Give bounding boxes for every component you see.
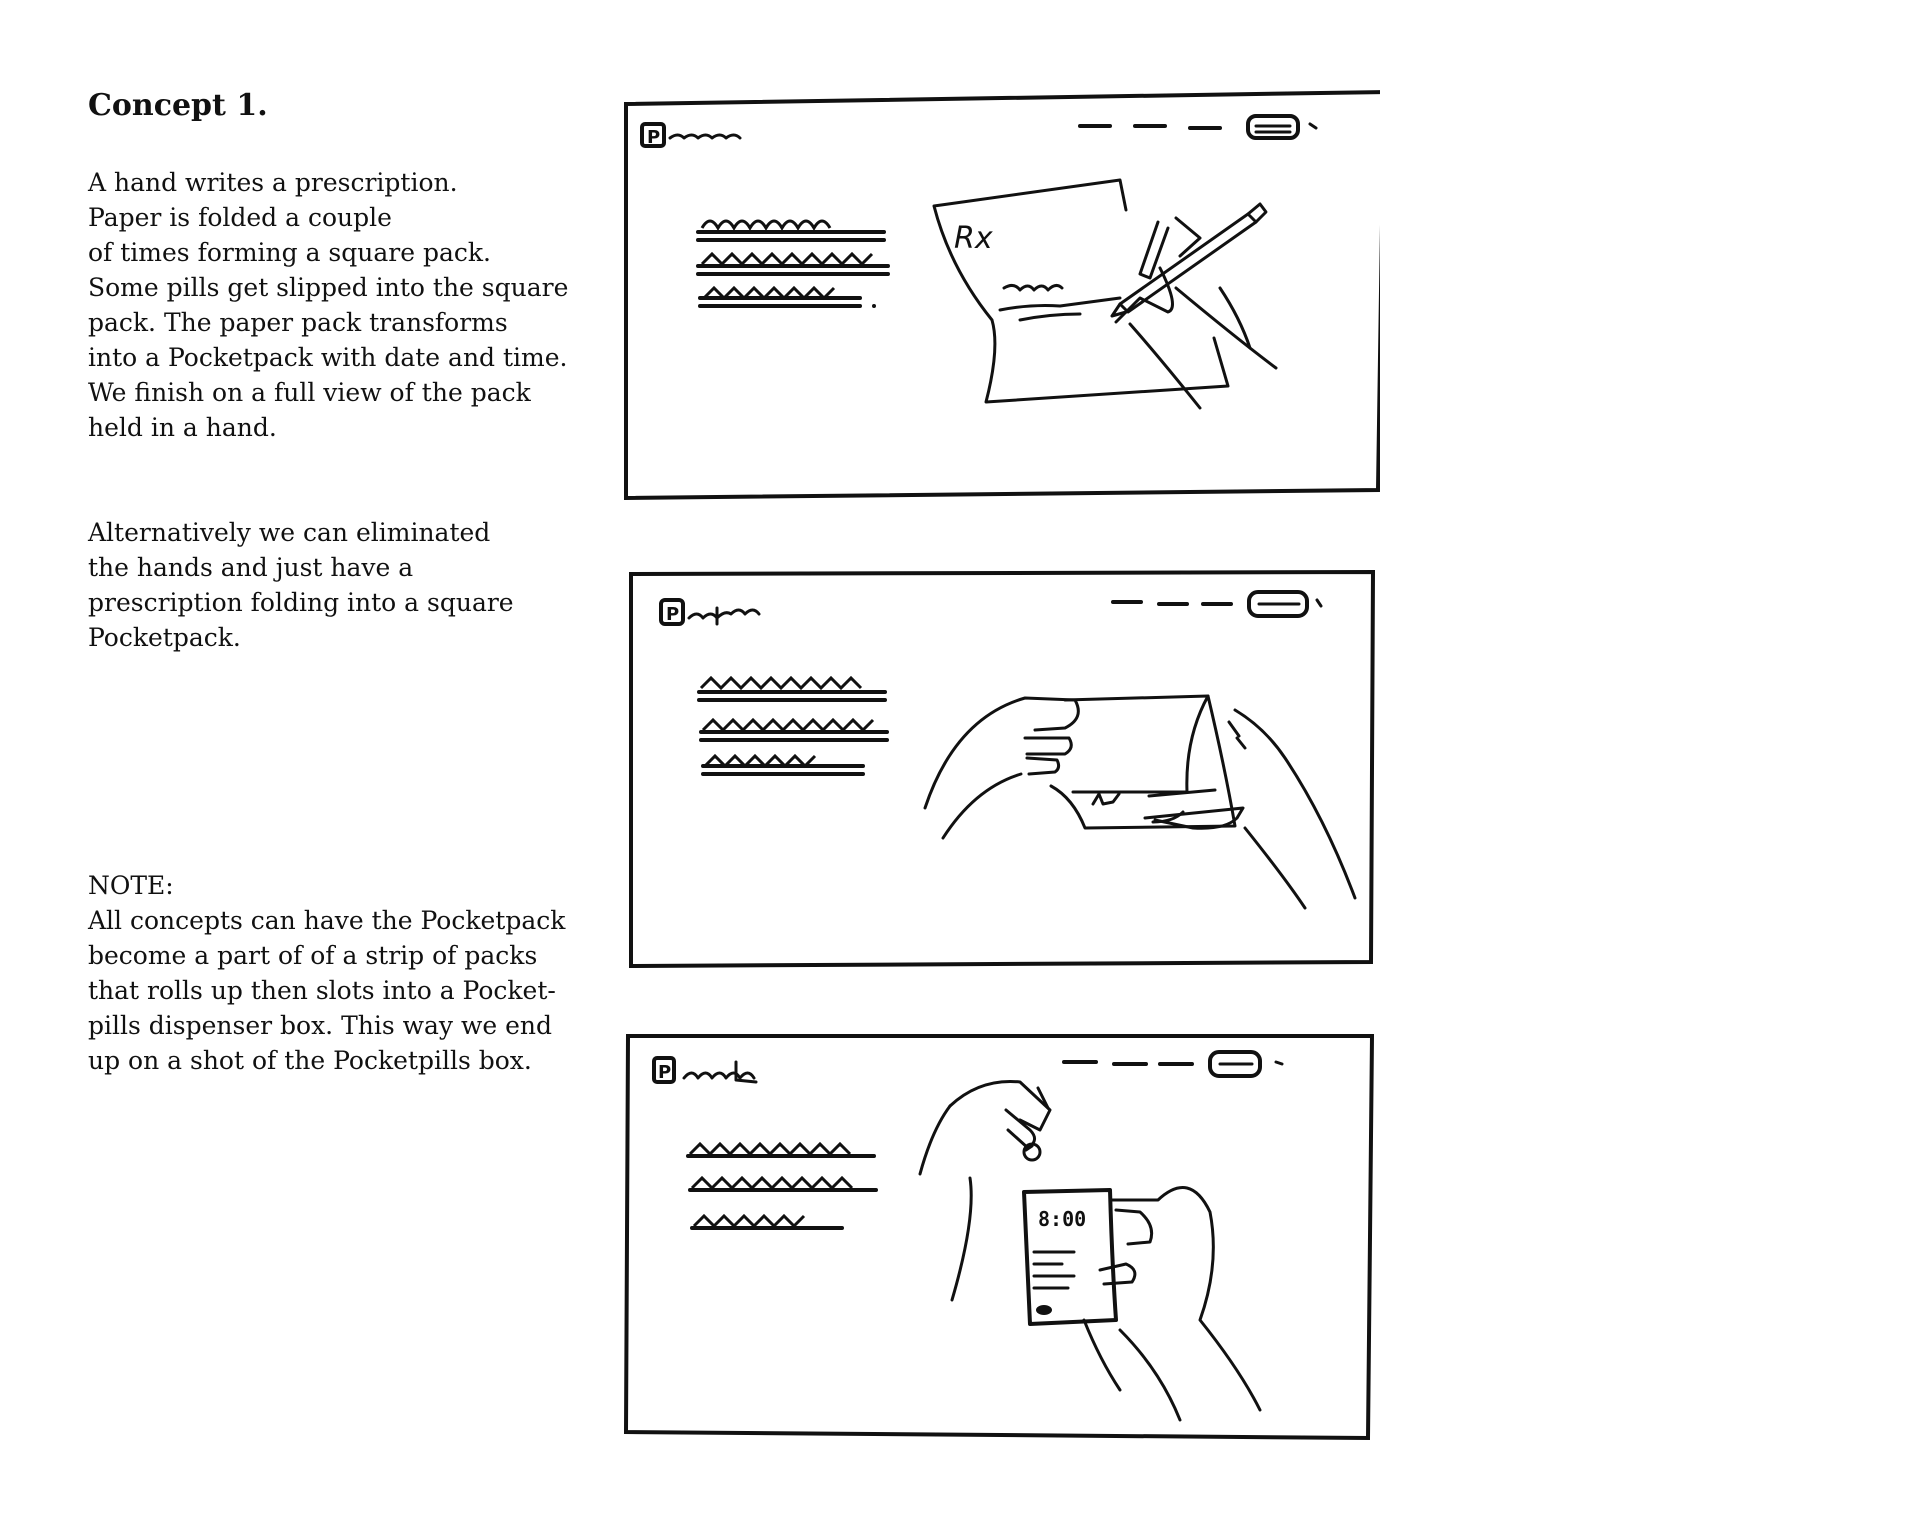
holding-hands (920, 1082, 1260, 1421)
headline-scribble (699, 678, 887, 774)
logo-icon: P (654, 1058, 674, 1083)
storyboard-frame-2: P (625, 568, 1385, 968)
svg-text:P: P (658, 1062, 671, 1083)
svg-text:8:00: 8:00 (1038, 1207, 1086, 1231)
nav-dashes (1080, 126, 1220, 128)
svg-text:P: P (666, 604, 679, 625)
note-body: All concepts can have the Pocketpack bec… (88, 903, 565, 1078)
writing-hand (1112, 204, 1276, 408)
nav-dashes (1113, 602, 1231, 604)
folding-hands (925, 698, 1355, 908)
headline-scribble (688, 1144, 876, 1228)
concept-description: A hand writes a prescription. Paper is f… (88, 165, 568, 445)
pocketpack: 8:00 (1024, 1190, 1116, 1324)
nav-dashes (1064, 1062, 1192, 1064)
headline-scribble (698, 221, 888, 308)
svg-text:P: P (647, 127, 660, 148)
storyboard-frame-3: P 8:00 (620, 1030, 1380, 1450)
logo-icon: P (642, 124, 664, 148)
svg-text:Rx: Rx (954, 221, 993, 256)
concept-title: Concept 1. (88, 88, 268, 123)
alternative-description: Alternatively we can eliminated the hand… (88, 515, 514, 655)
logo-icon: P (661, 600, 683, 625)
storyboard-frame-1: P Rx (620, 88, 1380, 508)
prescription-paper: Rx (934, 180, 1228, 402)
note-label: NOTE: (88, 868, 174, 903)
